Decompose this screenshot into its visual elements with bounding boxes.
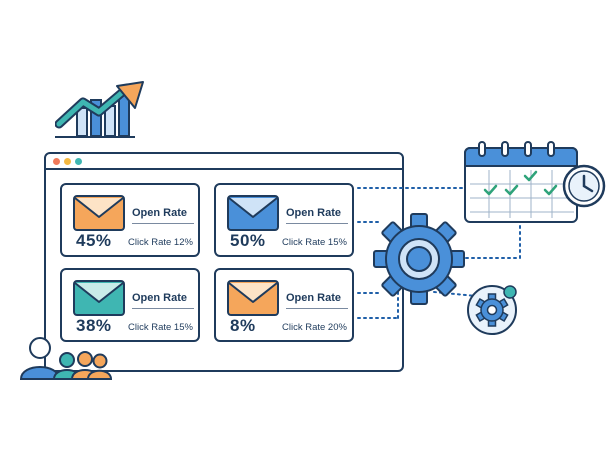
metric-card-1[interactable]: Open Rate 45% Click Rate 12% xyxy=(60,183,200,257)
small-gear-icon xyxy=(467,285,517,335)
gear-icon xyxy=(373,213,465,305)
click-rate-label: Click Rate 12% xyxy=(128,237,193,248)
open-rate-label: Open Rate xyxy=(286,292,342,304)
card-divider xyxy=(132,308,194,309)
card-divider xyxy=(132,223,194,224)
card-divider xyxy=(286,223,348,224)
metric-card-3[interactable]: Open Rate 38% Click Rate 15% xyxy=(60,268,200,342)
open-rate-value: 45% xyxy=(76,231,112,250)
open-rate-value: 38% xyxy=(76,316,112,335)
trend-chart-icon xyxy=(55,81,144,138)
people-group-icon xyxy=(19,337,113,380)
open-rate-value: 50% xyxy=(230,231,266,250)
click-rate-label: Click Rate 15% xyxy=(282,237,347,248)
open-rate-label: Open Rate xyxy=(286,207,342,219)
card-divider xyxy=(286,308,348,309)
metric-card-2[interactable]: Open Rate 50% Click Rate 15% xyxy=(214,183,354,257)
envelope-icon xyxy=(227,195,279,231)
click-rate-label: Click Rate 20% xyxy=(282,322,347,333)
envelope-icon xyxy=(73,195,125,231)
envelope-icon xyxy=(73,280,125,316)
open-rate-value: 8% xyxy=(230,316,256,335)
open-rate-label: Open Rate xyxy=(132,207,188,219)
open-rate-label: Open Rate xyxy=(132,292,188,304)
window-dot-yellow xyxy=(64,158,71,165)
window-dot-red xyxy=(53,158,60,165)
click-rate-label: Click Rate 15% xyxy=(128,322,193,333)
window-title-bar xyxy=(46,154,402,170)
calendar-icon xyxy=(464,141,606,223)
envelope-icon xyxy=(227,280,279,316)
metric-card-4[interactable]: Open Rate 8% Click Rate 20% xyxy=(214,268,354,342)
window-dot-teal xyxy=(75,158,82,165)
